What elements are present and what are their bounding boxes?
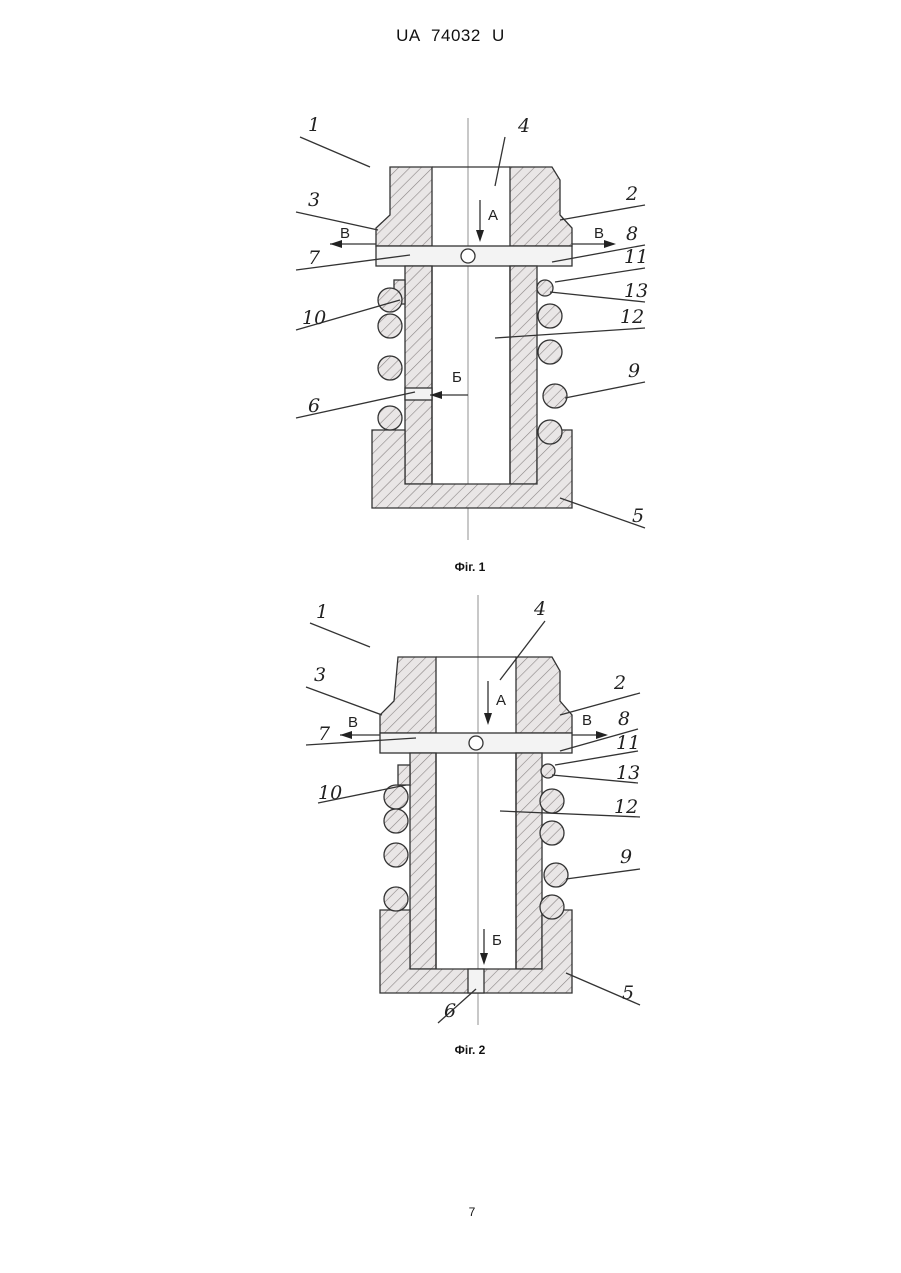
fig2-label-5: 5 (622, 982, 634, 1004)
fig1-label-12: 12 (620, 306, 644, 328)
fig2-label-11: 11 (616, 732, 640, 754)
fig2-label-7: 7 (318, 723, 331, 745)
fig1-label-3: 3 (308, 189, 320, 211)
fig1-arrow-b-label: Б (452, 369, 462, 386)
fig1-arrow-v-left-label: B (340, 225, 350, 242)
fig1-label-7: 7 (308, 247, 321, 269)
fig1-label-11: 11 (624, 246, 648, 268)
fig1-label-13: 13 (624, 280, 648, 302)
fig2-label-1: 1 (316, 601, 328, 623)
fig2-arrow-v-right-label: B (582, 712, 592, 729)
fig1-label-2: 2 (625, 183, 638, 205)
fig1-label-4: 4 (517, 115, 530, 137)
fig2-label-10: 10 (318, 782, 342, 804)
fig2-label-8: 8 (618, 708, 630, 730)
fig2-label-3: 3 (314, 664, 326, 686)
fig2-label-13: 13 (616, 762, 640, 784)
fig1-label-9: 9 (628, 360, 640, 382)
fig2-label-9: 9 (620, 846, 632, 868)
fig1-label-5: 5 (632, 505, 644, 527)
fig1-arrow-v-right-label: B (594, 225, 604, 242)
figure-2-caption: Фіг. 2 (0, 1043, 901, 1057)
fig2-label-6: 6 (444, 1000, 456, 1022)
figure-1-drawing: 1 3 7 10 6 4 2 8 11 13 12 9 5 A B B Б (0, 0, 901, 560)
fig1-label-1: 1 (308, 114, 320, 136)
figure-1-caption: Фіг. 1 (0, 560, 901, 574)
fig1-label-6: 6 (308, 395, 320, 417)
fig1-label-10: 10 (302, 307, 326, 329)
figure-2-drawing: 1 3 7 10 4 2 8 11 13 12 9 5 6 A B B Б (0, 585, 901, 1035)
fig2-label-4: 4 (533, 598, 546, 620)
page-number: 7 (0, 1205, 901, 1219)
fig2-arrow-a-label: A (496, 692, 506, 709)
fig2-label-12: 12 (614, 796, 638, 818)
fig2-label-2: 2 (613, 672, 626, 694)
fig2-arrow-b-label: Б (492, 932, 502, 949)
fig2-arrow-v-left-label: B (348, 714, 358, 731)
fig1-arrow-a-label: A (488, 207, 498, 224)
fig1-label-8: 8 (626, 223, 638, 245)
